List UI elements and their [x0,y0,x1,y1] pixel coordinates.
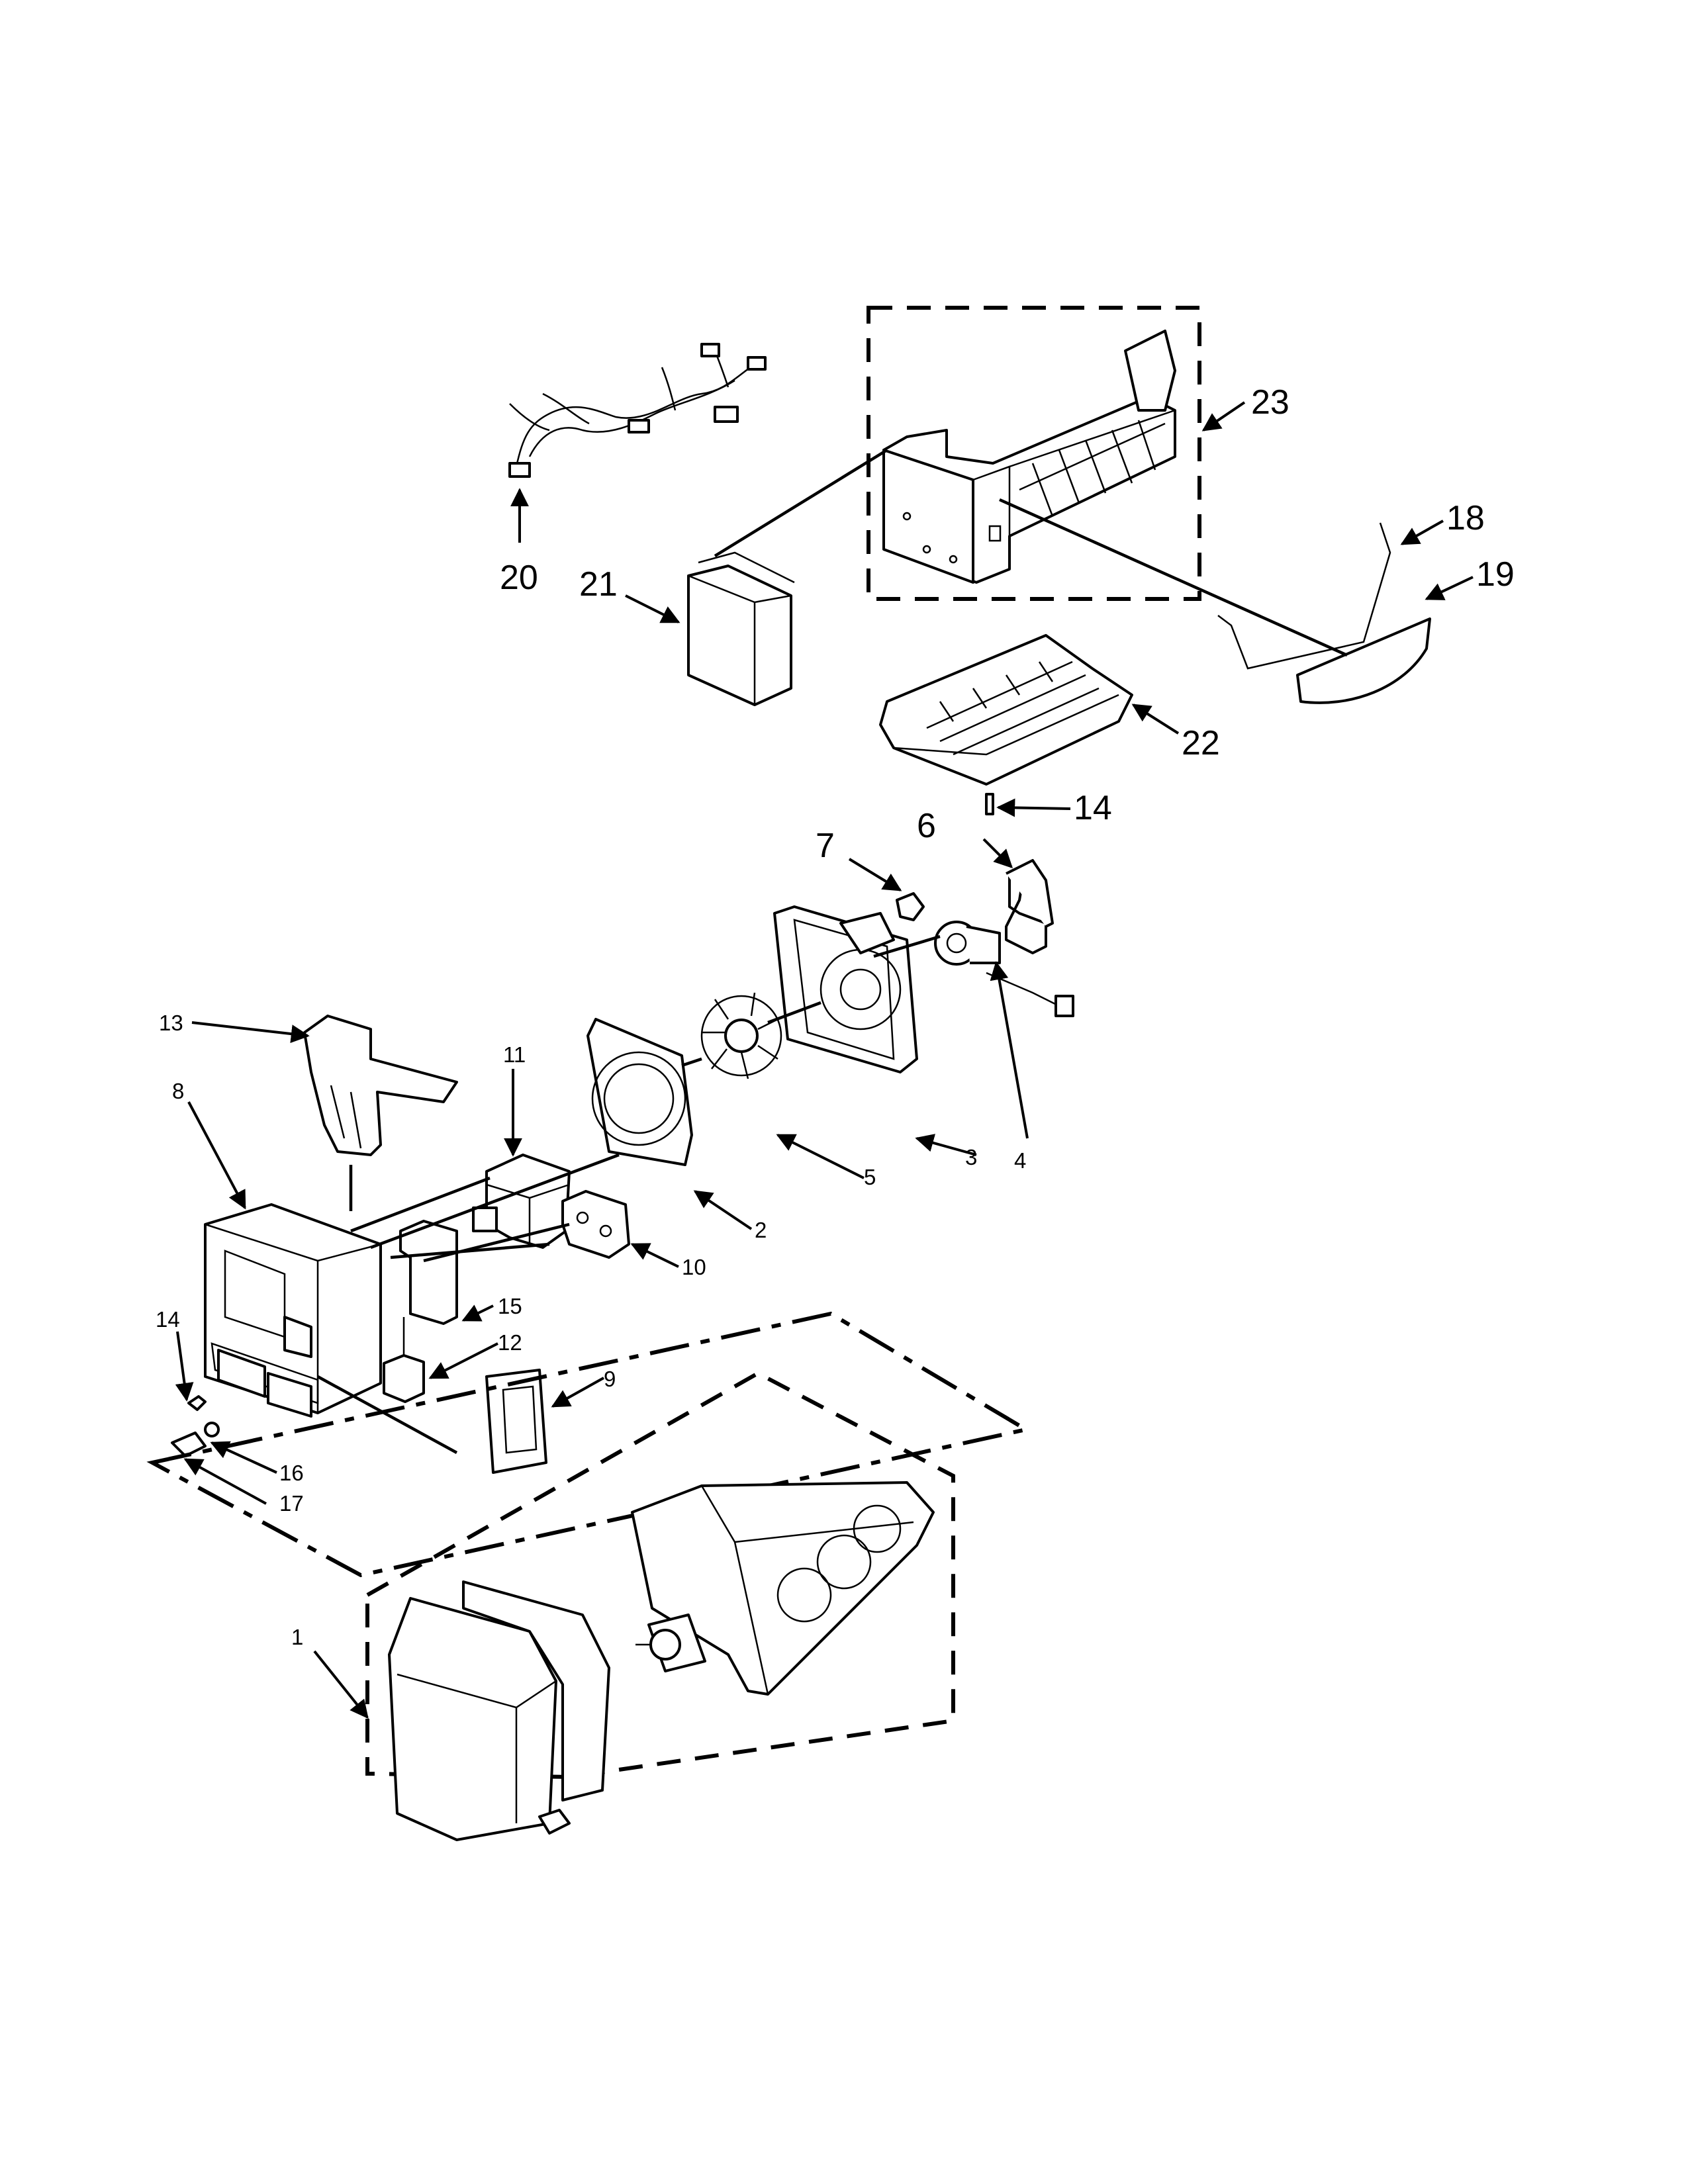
ice-maker-assembly-group-box [867,306,1201,601]
ice-bucket-housing [631,1481,935,1696]
part-6-motor-bracket [1005,859,1054,954]
part-21-cover [687,551,795,706]
callout-4: 4 [1014,1148,1026,1173]
callout-13: 13 [159,1011,183,1035]
part-16-bushing [204,1422,220,1437]
part-4-fan-motor [934,921,1074,1017]
ice-bucket-group-box [365,1371,955,1780]
callout-11: 11 [503,1042,526,1067]
part-18-bail-arm [1217,522,1391,670]
part-1-ice-bucket [388,1580,610,1841]
part-11-housing [472,1154,571,1249]
callout-22: 22 [1182,724,1220,762]
auger-motor [635,1614,706,1672]
callout-17: 17 [279,1491,304,1516]
callout-3: 3 [965,1145,977,1169]
callout-leaders [175,401,1474,1719]
callout-23: 23 [1251,383,1289,422]
part-9-frame [485,1369,547,1474]
callout-10: 10 [682,1255,706,1279]
callout-labels: 20 21 23 18 19 22 14 6 7 4 3 5 2 10 9 11… [156,383,1515,1649]
callout-9: 9 [604,1367,616,1391]
part-15-bracket [399,1220,458,1325]
callout-7: 7 [816,827,835,865]
callout-14-upper: 14 [1074,789,1112,827]
part-7-clip [896,892,925,921]
ice-maker [882,330,1176,584]
callout-15: 15 [498,1294,522,1318]
lower-assembly-group-outline [146,1311,1032,1578]
part-5-fan-blade [700,992,782,1079]
part-17-cam [171,1432,207,1457]
part-13-bracket [303,1015,458,1156]
callout-19: 19 [1476,555,1515,594]
callout-14-lower-label: 14 [156,1307,180,1332]
part-8-dispenser-housing [204,1203,382,1418]
part-14-screw-lower [187,1395,207,1411]
part-2-fan-shroud [586,1018,693,1166]
callout-12: 12 [498,1330,522,1355]
callout-5: 5 [864,1165,876,1189]
part-14-screw-upper [985,793,994,815]
wire-harness [508,343,767,478]
part-19-cover [1296,617,1431,704]
callout-20: 20 [500,559,538,597]
callout-16: 16 [279,1461,304,1485]
callout-1: 1 [291,1625,303,1649]
part-3-fan-housing [773,905,918,1073]
callout-18: 18 [1446,499,1485,537]
callout-21: 21 [579,565,618,604]
part-22-ice-mold [879,634,1133,786]
part-12-solenoid [383,1317,425,1403]
part-10-actuator [561,1190,630,1259]
callout-8: 8 [172,1079,184,1103]
callout-6: 6 [917,807,936,845]
callout-2: 2 [755,1218,767,1242]
assembly-connection-lines [316,449,1348,1454]
